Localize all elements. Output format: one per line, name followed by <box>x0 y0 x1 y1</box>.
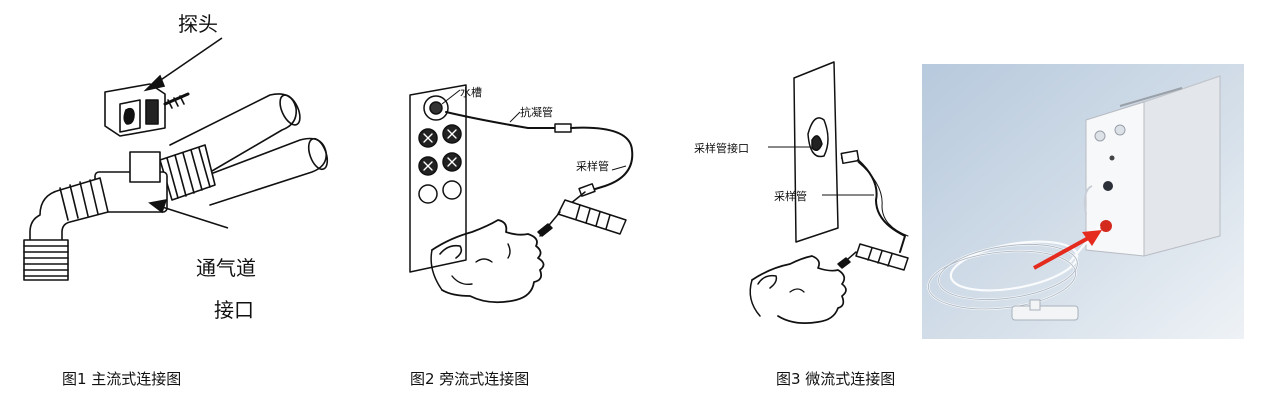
airway-adapter-label-line1: 通气道 <box>196 256 256 280</box>
figure-1-caption: 图1 主流式连接图 <box>62 370 182 388</box>
sidestream-illustration <box>409 84 634 304</box>
probe-label: 探头 <box>178 12 218 36</box>
sampling-tube-label-fig3: 采样管 <box>774 190 807 203</box>
airway-adapter-label-line2: 接口 <box>214 298 254 322</box>
sampling-port-label: 采样管接口 <box>694 142 749 155</box>
water-trap-label: 水槽 <box>460 86 482 99</box>
figure-3-microstream: 采样管接口 采样管 图3 微流式连接图 <box>690 0 1262 409</box>
figure-2-sidestream: 水槽 抗凝管 采样管 图2 旁流式连接图 <box>380 0 740 409</box>
device-photo <box>927 75 1221 321</box>
microstream-illustration <box>749 61 1244 339</box>
sampling-tube-label: 采样管 <box>576 160 609 173</box>
anticoag-tube-label: 抗凝管 <box>520 106 553 119</box>
figure-3-caption: 图3 微流式连接图 <box>776 370 896 388</box>
figure-2-caption: 图2 旁流式连接图 <box>410 370 530 388</box>
mainstream-illustration <box>23 37 329 281</box>
figure-1-mainstream: 探头 通气道 接口 图1 主流式连接图 <box>0 0 380 409</box>
